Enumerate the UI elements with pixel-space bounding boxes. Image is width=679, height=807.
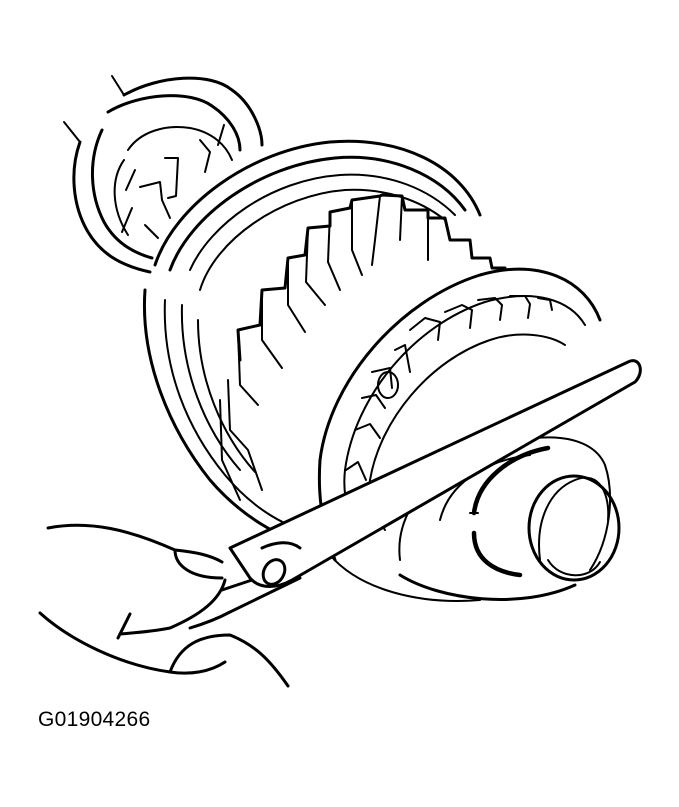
rear-bearing [63, 75, 264, 274]
hand [38, 523, 290, 688]
gear-body [142, 139, 602, 562]
figure-caption: G01904266 [38, 708, 151, 731]
snap-ring-pliers [188, 359, 642, 630]
snap-ring [469, 445, 551, 578]
